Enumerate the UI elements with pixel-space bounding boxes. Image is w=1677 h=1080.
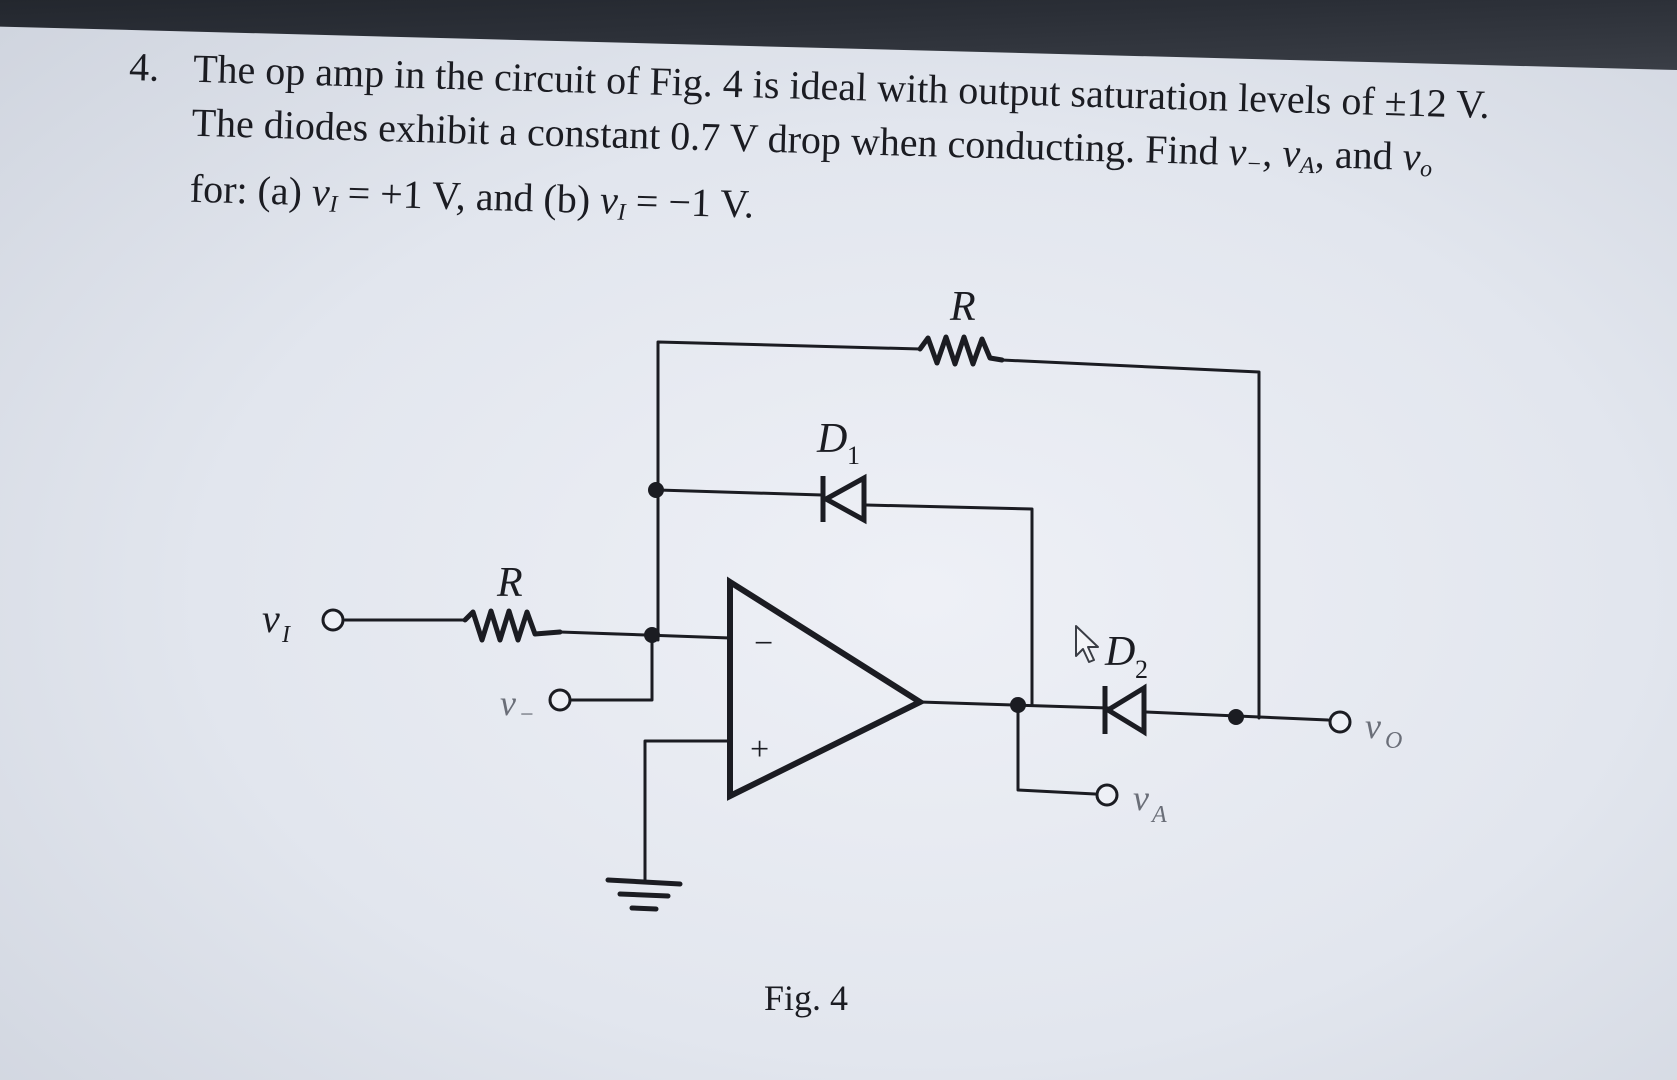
mouse-cursor-icon bbox=[1075, 625, 1099, 663]
junction-vo bbox=[1228, 709, 1244, 725]
junction-d1-left bbox=[648, 482, 664, 498]
terminal-va bbox=[1095, 783, 1119, 807]
junction-opamp-output bbox=[1010, 697, 1026, 713]
diode-d1-label: D bbox=[816, 416, 847, 462]
v-minus-tap-wire bbox=[568, 632, 654, 702]
va-label: v bbox=[1133, 778, 1149, 818]
va-label-sub: A bbox=[1150, 802, 1167, 828]
feedback-resistor bbox=[917, 334, 1005, 367]
opamp-noninverting-sign: + bbox=[750, 731, 769, 768]
diode-d2-label: D bbox=[1104, 629, 1135, 675]
ground-symbol bbox=[605, 877, 683, 912]
diode-d2-symbol bbox=[1102, 683, 1147, 737]
input-resistor bbox=[462, 608, 563, 643]
noninverting-wire bbox=[643, 739, 732, 882]
feedback-wire-left bbox=[656, 340, 922, 642]
vo-label: v bbox=[1365, 706, 1381, 746]
v-minus-label-sub: − bbox=[520, 702, 534, 728]
feedback-wire-right bbox=[1000, 358, 1261, 720]
diode-d1-sub: 1 bbox=[847, 441, 860, 470]
v-minus-label: v bbox=[500, 683, 516, 723]
input-resistor-label: R bbox=[496, 560, 523, 606]
d1-wire-right bbox=[864, 503, 1034, 707]
vo-label-sub: O bbox=[1385, 728, 1402, 754]
terminal-vi bbox=[321, 608, 345, 632]
input-label-sub: I bbox=[281, 622, 291, 648]
terminal-vo bbox=[1328, 710, 1352, 734]
opamp-inverting-sign: − bbox=[754, 625, 773, 662]
diode-d2-sub: 2 bbox=[1135, 655, 1148, 684]
input-label: v bbox=[262, 596, 280, 641]
terminal-v-minus bbox=[548, 688, 572, 712]
figure-caption: Fig. 4 bbox=[764, 978, 848, 1018]
d1-wire-left bbox=[656, 488, 824, 497]
opamp-body bbox=[727, 576, 927, 801]
feedback-resistor-label: R bbox=[949, 284, 976, 330]
diode-d1-symbol bbox=[820, 473, 867, 525]
va-tap-wire bbox=[1016, 703, 1097, 796]
junction-inverting bbox=[644, 627, 660, 643]
